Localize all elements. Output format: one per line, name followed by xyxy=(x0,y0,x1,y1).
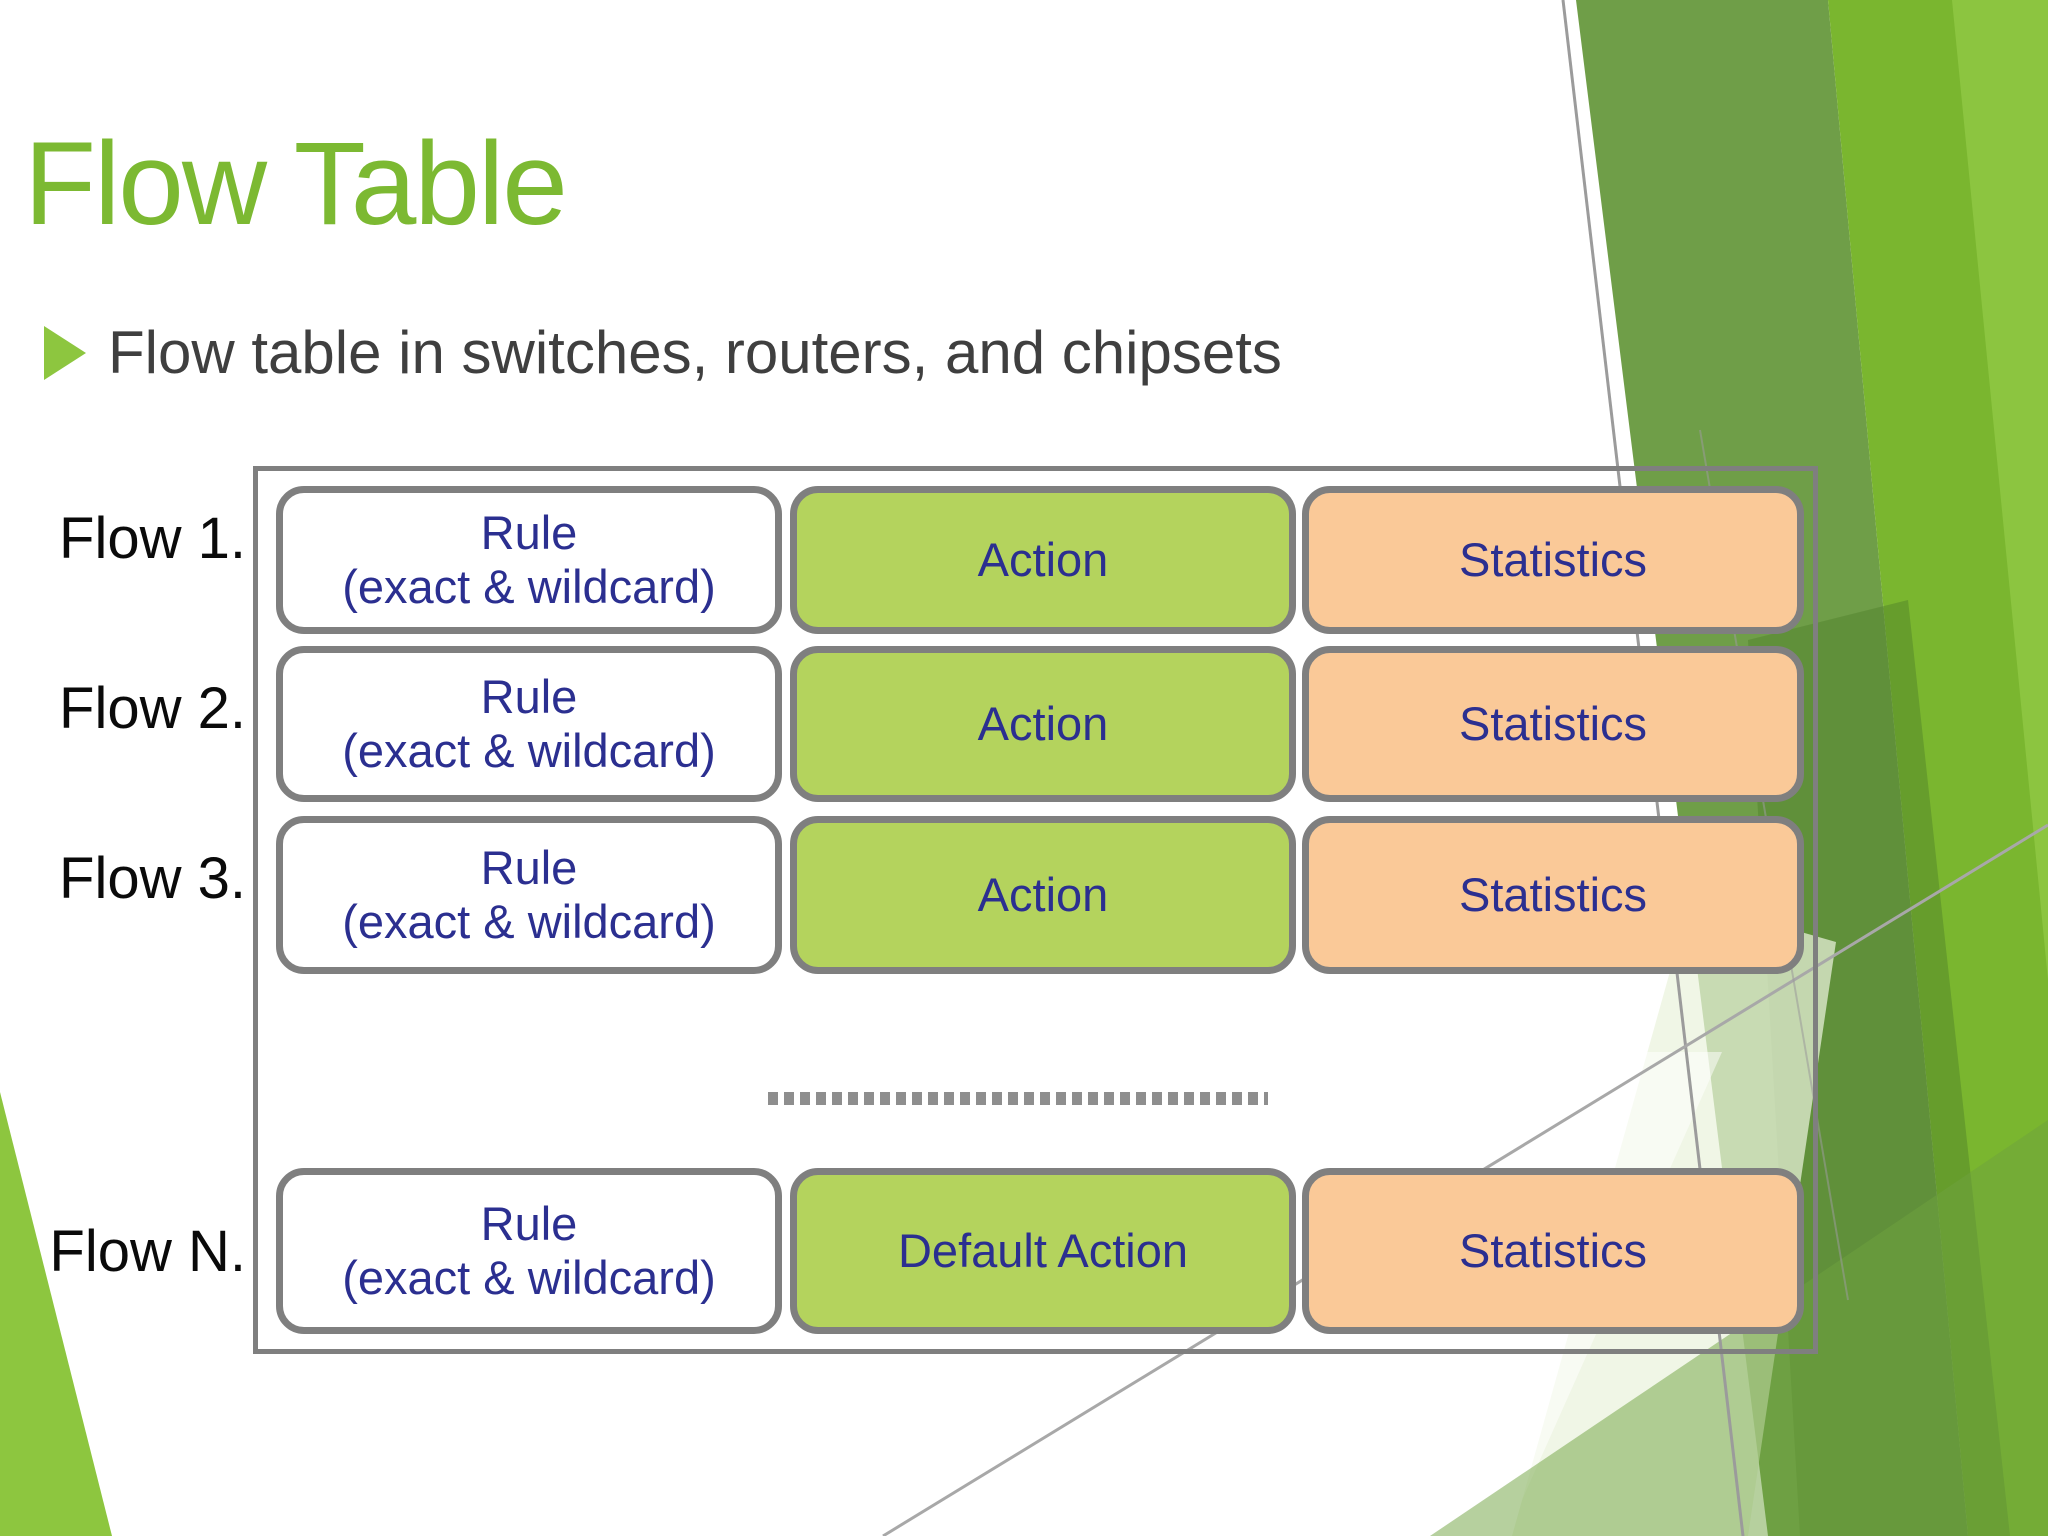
rule-title: Rule xyxy=(480,1196,578,1250)
statistics-box-row-n: Statistics xyxy=(1302,1168,1804,1334)
action-box-row-3: Action xyxy=(790,816,1296,974)
row-label-flow-1: Flow 1. xyxy=(59,506,246,571)
statistics-box-row-3: Statistics xyxy=(1302,816,1804,974)
row-label-flow-3: Flow 3. xyxy=(59,846,246,911)
rule-title: Rule xyxy=(480,505,578,559)
flow-table-frame xyxy=(253,466,1818,1354)
action-box-row-1: Action xyxy=(790,486,1296,634)
row-label-flow-n: Flow N. xyxy=(49,1219,246,1284)
statistics-box-row-2: Statistics xyxy=(1302,646,1804,802)
rule-title: Rule xyxy=(480,669,578,723)
rule-box-row-2: Rule (exact & wildcard) xyxy=(276,646,782,802)
action-box-row-2: Action xyxy=(790,646,1296,802)
default-action-box-row-n: Default Action xyxy=(790,1168,1296,1334)
rule-detail: (exact & wildcard) xyxy=(342,1251,716,1304)
bullet-text: Flow table in switches, routers, and chi… xyxy=(108,319,1282,386)
rule-box-row-1: Rule (exact & wildcard) xyxy=(276,486,782,634)
rule-box-row-3: Rule (exact & wildcard) xyxy=(276,816,782,974)
rule-detail: (exact & wildcard) xyxy=(342,895,716,948)
bullet-arrow-icon xyxy=(44,325,86,380)
bullet-line: Flow table in switches, routers, and chi… xyxy=(44,318,1282,387)
row-label-flow-2: Flow 2. xyxy=(59,676,246,741)
bg-band-light-green xyxy=(1952,0,2048,980)
rule-title: Rule xyxy=(480,840,578,894)
rule-box-row-n: Rule (exact & wildcard) xyxy=(276,1168,782,1334)
ellipsis-dotted-line xyxy=(768,1092,1268,1105)
rule-detail: (exact & wildcard) xyxy=(342,560,716,613)
statistics-box-row-1: Statistics xyxy=(1302,486,1804,634)
bottom-left-triangle xyxy=(0,1092,112,1536)
slide-title: Flow Table xyxy=(24,118,568,250)
rule-detail: (exact & wildcard) xyxy=(342,724,716,777)
